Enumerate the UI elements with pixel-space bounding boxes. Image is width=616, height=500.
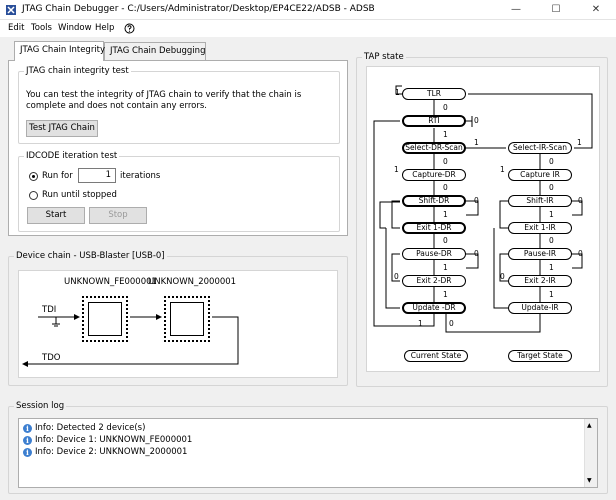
stop-button: Stop: [89, 207, 147, 224]
tap-state-update-ir[interactable]: Update-IR: [508, 302, 572, 314]
tap-label-shift-dr-exit: 1: [443, 210, 448, 219]
tap-label-exit2-ir-update: 1: [549, 290, 554, 299]
run-for-radio[interactable]: [29, 172, 38, 181]
app-icon: [6, 5, 16, 15]
run-until-stopped-label: Run until stopped: [42, 190, 117, 200]
tap-label-capture-ir-exit: 1: [500, 165, 505, 174]
menu-help[interactable]: Help: [95, 23, 115, 33]
title-bar: JTAG Chain Debugger - C:/Users/Administr…: [0, 0, 616, 20]
run-for-label: Run for: [42, 171, 73, 181]
tap-label-update-dr-rti: 0: [449, 319, 454, 328]
tap-label-pause-dr-exit2: 1: [443, 263, 448, 272]
device-chain-wiring: [22, 314, 239, 367]
close-button[interactable]: ✕: [591, 4, 601, 15]
integrity-description: You can test the integrity of JTAG chain…: [26, 90, 302, 111]
tap-state-exit2-ir[interactable]: Exit 2-IR: [508, 275, 572, 287]
tap-label-exit2-ir-shift: 0: [500, 272, 505, 281]
tap-label-exit1-dr-pause: 0: [443, 236, 448, 245]
scroll-up-arrow-icon[interactable]: ▲: [587, 422, 592, 429]
tap-label-tlr-loop: 1: [395, 88, 400, 97]
menu-tools[interactable]: Tools: [31, 23, 52, 33]
tap-state-tlr[interactable]: TLR: [402, 88, 466, 100]
tap-state-exit2-dr[interactable]: Exit 2-DR: [402, 275, 466, 287]
tap-state-select-dr-scan[interactable]: Select-DR-Scan: [402, 142, 466, 154]
tap-label-capture-ir-shift: 0: [549, 183, 554, 192]
run-until-stopped-radio[interactable]: [29, 191, 38, 200]
tap-label-shift-ir-loop: 0: [578, 196, 583, 205]
session-log-group: [8, 406, 608, 494]
iterations-input[interactable]: 1: [78, 168, 116, 183]
tap-label-shift-ir-exit: 1: [549, 210, 554, 219]
info-icon: i: [23, 436, 32, 445]
target-state-indicator: Target State: [508, 350, 572, 362]
tap-state-capture-ir[interactable]: Capture IR: [508, 169, 572, 181]
tap-label-capture-dr-shift: 0: [443, 183, 448, 192]
tap-label-select-dr-ir: 1: [474, 138, 479, 147]
log-scrollbar[interactable]: ▲ ▼: [584, 419, 597, 487]
menu-edit[interactable]: Edit: [8, 23, 25, 33]
tap-state-exit1-dr[interactable]: Exit 1-DR: [402, 222, 466, 234]
integrity-group: [18, 71, 340, 144]
device-chain-group: [8, 256, 348, 386]
tap-state-shift-ir[interactable]: Shift-IR: [508, 195, 572, 207]
device-label-1: UNKNOWN_FE000001: [64, 277, 157, 287]
tap-state-update-dr[interactable]: Update -DR: [402, 302, 466, 314]
tap-state-rti[interactable]: RTI: [402, 115, 466, 127]
info-icon: i: [23, 448, 32, 457]
tap-state-pause-ir[interactable]: Pause-IR: [508, 248, 572, 260]
menu-window[interactable]: Window: [58, 23, 92, 33]
tap-label-pause-ir-exit2: 1: [549, 263, 554, 272]
tap-state-pause-dr[interactable]: Pause-DR: [402, 248, 466, 260]
info-icon: i: [23, 424, 32, 433]
tap-label-shift-dr-loop: 0: [474, 196, 479, 205]
tdi-label: TDI: [42, 305, 57, 315]
tap-label-capture-dr-exit: 1: [394, 165, 399, 174]
test-jtag-chain-button[interactable]: Test JTAG Chain: [26, 120, 98, 137]
iterations-label: iterations: [120, 171, 161, 181]
tap-label-update-dr-select: 1: [418, 319, 423, 328]
device-chain-group-title: Device chain - USB-Blaster [USB-0]: [14, 251, 167, 261]
tap-state-select-ir-scan[interactable]: Select-IR-Scan: [508, 142, 572, 154]
tab-panel: [8, 60, 348, 236]
scroll-down-arrow-icon[interactable]: ▼: [587, 477, 592, 484]
tap-label-tlr-rti: 0: [443, 103, 448, 112]
tap-label-exit2-dr-shift: 0: [394, 272, 399, 281]
start-button[interactable]: Start: [27, 207, 85, 224]
tap-label-rti-select: 1: [443, 130, 448, 139]
tap-label-select-ir-tlr: 1: [577, 138, 582, 147]
tap-transition-lines: [373, 85, 593, 333]
tap-state-group-title: TAP state: [362, 52, 406, 62]
tap-label-rti-loop: 0: [474, 116, 479, 125]
window-title: JTAG Chain Debugger - C:/Users/Administr…: [22, 4, 375, 14]
session-log-group-title: Session log: [14, 401, 67, 411]
tap-state-shift-dr[interactable]: Shift-DR: [402, 195, 466, 207]
tap-label-pause-ir-loop: 0: [578, 249, 583, 258]
tdo-label: TDO: [42, 353, 61, 363]
maximize-button[interactable]: ☐: [551, 4, 561, 15]
tap-label-select-capture-dr: 0: [443, 157, 448, 166]
tap-label-select-capture-ir: 0: [549, 157, 554, 166]
device-label-2: UNKNOWN_2000001: [148, 277, 237, 287]
tab-jtag-chain-integrity[interactable]: JTAG Chain Integrity: [14, 41, 105, 61]
context-help-icon[interactable]: [124, 23, 135, 34]
idcode-group-title: IDCODE iteration test: [24, 151, 120, 161]
tap-state-group: [356, 57, 608, 387]
menu-bar: Edit Tools Window Help: [0, 20, 616, 37]
tap-label-exit2-dr-update: 1: [443, 290, 448, 299]
integrity-group-title: JTAG chain integrity test: [24, 66, 131, 76]
tap-state-exit1-ir[interactable]: Exit 1-IR: [508, 222, 572, 234]
tap-state-capture-dr[interactable]: Capture-DR: [402, 169, 466, 181]
idcode-group: [18, 156, 340, 232]
device-1-chip-icon[interactable]: [82, 296, 128, 342]
current-state-indicator: Current State: [404, 350, 468, 362]
minimize-button[interactable]: —: [511, 4, 521, 15]
device-2-chip-icon[interactable]: [164, 296, 210, 342]
tap-label-pause-dr-loop: 0: [474, 249, 479, 258]
tab-jtag-chain-debugging[interactable]: JTAG Chain Debugging: [104, 42, 206, 60]
tap-label-exit1-ir-pause: 0: [549, 236, 554, 245]
